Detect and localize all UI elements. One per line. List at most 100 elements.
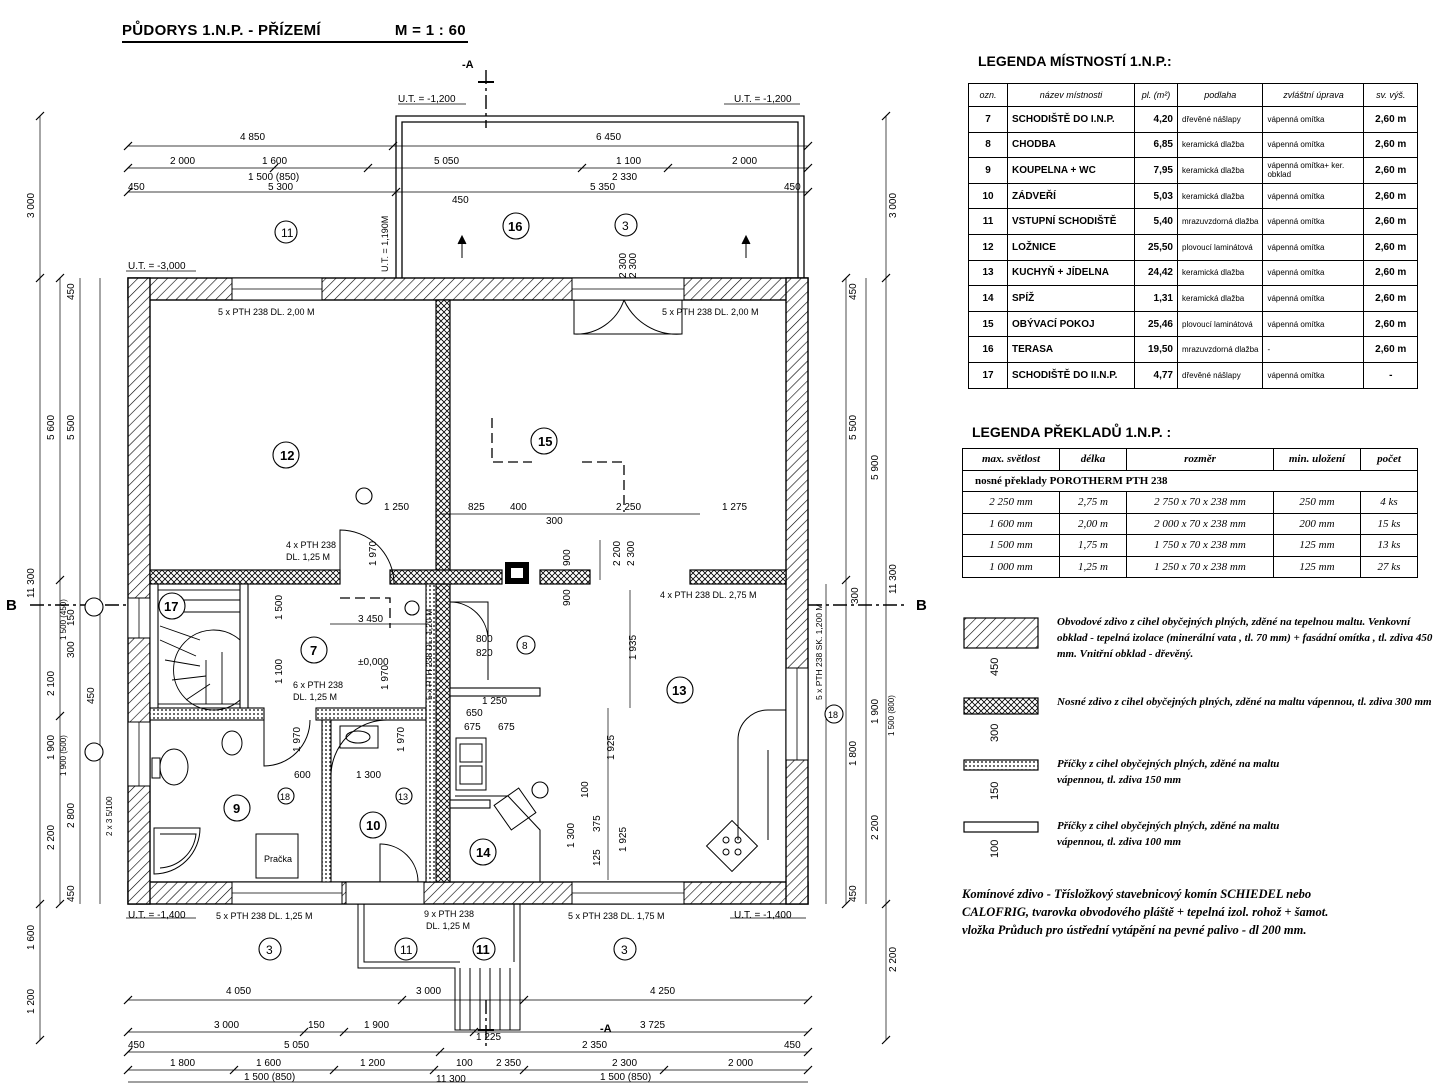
dim-left-1: 5 600 bbox=[46, 415, 57, 440]
dim-inner-15: 820 bbox=[476, 648, 493, 659]
dim-top-0: 4 850 bbox=[240, 132, 265, 143]
lintel-cell: 13 ks bbox=[1360, 534, 1418, 557]
dim-inner-13: 1 300 bbox=[356, 770, 381, 781]
room-cell: 10 bbox=[968, 182, 1008, 210]
room-cell: 2,60 m bbox=[1363, 208, 1418, 235]
dim-inner-20: 1 935 bbox=[628, 635, 639, 660]
lintel-cell: 1 500 mm bbox=[962, 534, 1060, 557]
col-name: název místnosti bbox=[1007, 83, 1135, 107]
room-cell: 2,60 m bbox=[1363, 106, 1418, 133]
dim-inner-1: 825 bbox=[468, 502, 485, 513]
dim-right-9: 450 bbox=[848, 283, 859, 300]
lintel-cell: 1,25 m bbox=[1059, 555, 1127, 578]
room-cell: mrazuvzdorná dlažba bbox=[1176, 208, 1264, 235]
lintels-legend-header: max. světlost délka rozměr min. uložení … bbox=[962, 448, 1418, 471]
dim-inner-29: 2 200 bbox=[612, 541, 623, 566]
room-cell: 2,60 m bbox=[1363, 310, 1418, 338]
dim-inner-33: 1 970 bbox=[380, 665, 391, 690]
room-cell: - bbox=[1262, 336, 1365, 363]
dim-top-8: 5 300 bbox=[268, 182, 293, 193]
room-cell: vápenná omítka bbox=[1262, 106, 1365, 133]
room-cell: plovoucí laminátová bbox=[1176, 233, 1264, 261]
dim-left-0: 3 000 bbox=[26, 193, 37, 218]
slope-arrows bbox=[457, 234, 751, 258]
room-cell: KOUPELNA + WC bbox=[1007, 157, 1135, 184]
lintel-note-7-a: 6 x PTH 238 bbox=[293, 680, 343, 690]
room-15: 15 bbox=[538, 434, 552, 449]
lintel-note-vertical-b: 5 x PTH 238 SK. 1,200 M bbox=[814, 604, 824, 700]
lintel-cell: 1 250 x 70 x 238 mm bbox=[1126, 555, 1274, 578]
marker-18-right: 18 bbox=[828, 710, 838, 720]
wall-thickness-300: 300 bbox=[989, 724, 1001, 742]
terrace-outline bbox=[395, 115, 805, 278]
marker-3-top: 3 bbox=[622, 219, 629, 233]
dim-inner-26: 100 bbox=[580, 781, 591, 798]
dim-bottom-3: 3 000 bbox=[214, 1020, 239, 1031]
lintel-cell: 125 mm bbox=[1273, 534, 1361, 557]
room-cell: 2,60 m bbox=[1363, 233, 1418, 261]
lintel-note-13: 4 x PTH 238 DL. 2,75 M bbox=[660, 590, 757, 600]
room-cell: 13 bbox=[968, 259, 1008, 287]
room-cell: SPÍŽ bbox=[1007, 285, 1135, 312]
room-cell: KUCHYŇ + JÍDELNA bbox=[1007, 259, 1135, 287]
room-cell: keramická dlažba bbox=[1176, 182, 1264, 210]
entrance-steps bbox=[357, 904, 521, 1031]
wall-thickness-150: 150 bbox=[989, 782, 1001, 800]
wall-type-100-text: Příčky z cihel obyčejných plných, zděné … bbox=[1057, 820, 1280, 848]
lintel-cell: 4 ks bbox=[1360, 491, 1418, 514]
dim-right-3: 11 300 bbox=[888, 564, 899, 594]
dim-top-5: 1 100 bbox=[616, 156, 641, 167]
dim-right-1: 5 500 bbox=[848, 415, 859, 440]
dim-top-9: 2 330 bbox=[612, 172, 637, 183]
room-cell: 6,85 bbox=[1134, 131, 1178, 159]
scale-text: M = 1 : 60 bbox=[394, 22, 466, 39]
dim-left-14: 1 500 (450) bbox=[59, 599, 68, 640]
room-cell: 25,46 bbox=[1134, 310, 1178, 338]
partition-walls bbox=[149, 583, 541, 883]
dim-bottom-11: 1 600 bbox=[256, 1058, 281, 1069]
dim-inner-24: 375 bbox=[592, 815, 603, 832]
room-cell: 14 bbox=[968, 285, 1008, 312]
wall-type-150-text: Příčky z cihel obyčejných plných, zděné … bbox=[1057, 758, 1280, 786]
dim-left-2: 5 500 bbox=[66, 415, 77, 440]
window-glazing bbox=[138, 288, 798, 894]
section-mark-a-bottom: -A bbox=[600, 1023, 612, 1035]
room-cell: OBÝVACÍ POKOJ bbox=[1007, 310, 1135, 338]
dim-bottom-8: 1 225 bbox=[476, 1032, 501, 1043]
room-cell: 19,50 bbox=[1134, 336, 1178, 363]
col-length: délka bbox=[1059, 448, 1127, 471]
lintel-note-entrance-b: DL. 1,25 M bbox=[426, 921, 470, 931]
dim-bottom-21: 450 bbox=[784, 1040, 801, 1051]
dim-left-8: 2 200 bbox=[46, 825, 57, 850]
rooms-legend-header: ozn. název místnosti pl. (m²) podlaha zv… bbox=[968, 83, 1418, 107]
lintel-note-12: 5 x PTH 238 DL. 2,00 M bbox=[218, 307, 315, 317]
room-cell: dřevěné nášlapy bbox=[1176, 106, 1264, 133]
dim-top-4: 5 050 bbox=[434, 156, 459, 167]
room-cell: CHODBA bbox=[1007, 131, 1135, 159]
level-bottom-left: U.T. = -1,400 bbox=[128, 910, 186, 921]
room-cell: 7 bbox=[968, 106, 1008, 133]
dim-right-6: 1 500 (800) bbox=[887, 695, 896, 736]
hidden-lines bbox=[340, 418, 625, 628]
room-cell: keramická dlažba bbox=[1176, 285, 1264, 312]
chimney-note: Komínové zdivo - Třísložkový stavebnicov… bbox=[962, 887, 1329, 937]
dim-inner-0: 1 250 bbox=[384, 502, 409, 513]
dim-inner-2: 400 bbox=[510, 502, 527, 513]
room-cell: vápenná omítka+ ker. obklad bbox=[1262, 157, 1365, 184]
dim-bottom-17: 1 500 (850) bbox=[244, 1072, 295, 1083]
dim-inner-9: 1 970 bbox=[368, 541, 379, 566]
dim-bottom-14: 2 350 bbox=[496, 1058, 521, 1069]
dim-right-2: 5 900 bbox=[870, 455, 881, 480]
dim-bottom-0: 4 050 bbox=[226, 986, 251, 997]
dim-bottom-4: 150 bbox=[308, 1020, 325, 1031]
col-finish: zvláštní úprava bbox=[1262, 83, 1365, 107]
dim-left-12: 150 bbox=[66, 609, 77, 626]
room-cell: keramická dlažba bbox=[1176, 131, 1264, 159]
room-cell: keramická dlažba bbox=[1176, 259, 1264, 287]
